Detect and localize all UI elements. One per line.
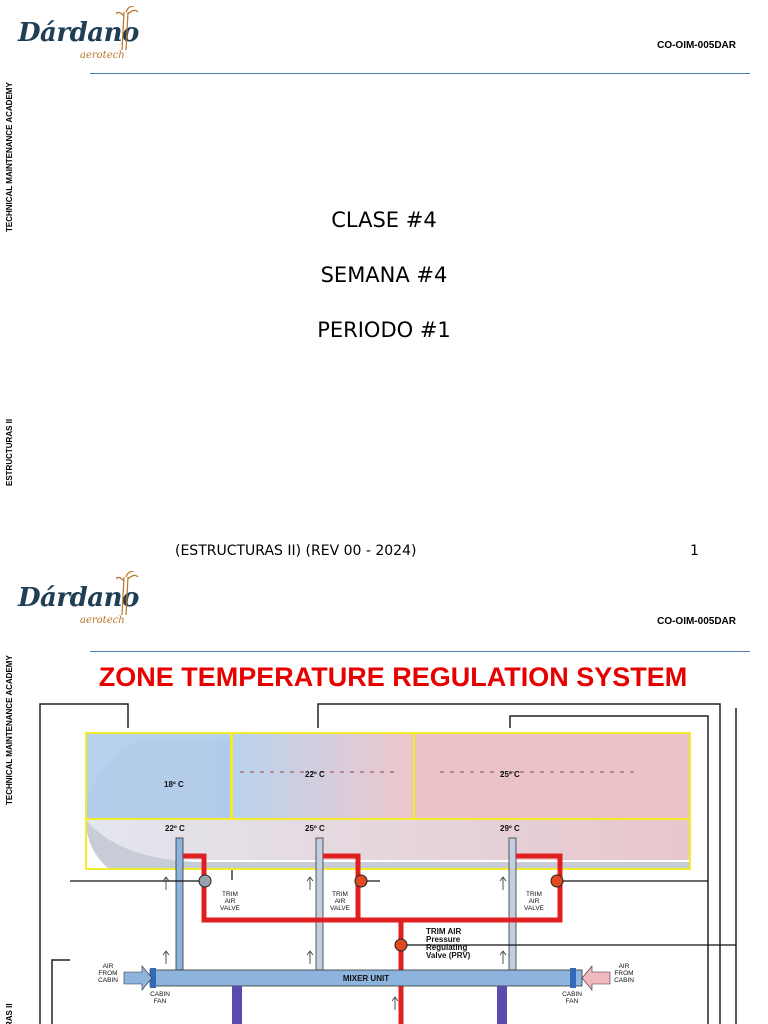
logo-name: Dárdano	[18, 18, 139, 48]
slide-2: Dárdano aerotech CO-OIM-005DAR TECHNICAL…	[0, 565, 768, 1024]
palm-icon	[116, 571, 139, 615]
palm-icon	[116, 6, 139, 50]
document-code: CO-OIM-005DAR	[657, 40, 736, 51]
week-line: SEMANA #4	[320, 263, 448, 287]
document-code: CO-OIM-005DAR	[657, 616, 736, 627]
slide-1: Dárdano aerotech CO-OIM-005DAR TECHNICAL…	[5, 6, 750, 486]
period-line: PERIODO #1	[317, 318, 451, 342]
class-line: CLASE #4	[331, 208, 437, 232]
diagram-title: ZONE TEMPERATURE REGULATION SYSTEM	[98, 662, 688, 692]
side-label-bottom: RAS II	[5, 1003, 14, 1024]
logo-sub: aerotech	[80, 615, 125, 626]
header-divider	[90, 73, 750, 74]
slide-footer: (ESTRUCTURAS II) (REV 00 - 2024)	[175, 543, 417, 559]
logo-name: Dárdano	[18, 583, 139, 613]
header-divider	[90, 651, 750, 652]
brand-logo: Dárdano aerotech	[18, 6, 139, 61]
page-number: 1	[690, 543, 699, 559]
side-label-bottom: ESTRUCTURAS II	[5, 418, 14, 486]
brand-logo: Dárdano aerotech	[18, 571, 139, 626]
logo-sub: aerotech	[80, 50, 125, 61]
